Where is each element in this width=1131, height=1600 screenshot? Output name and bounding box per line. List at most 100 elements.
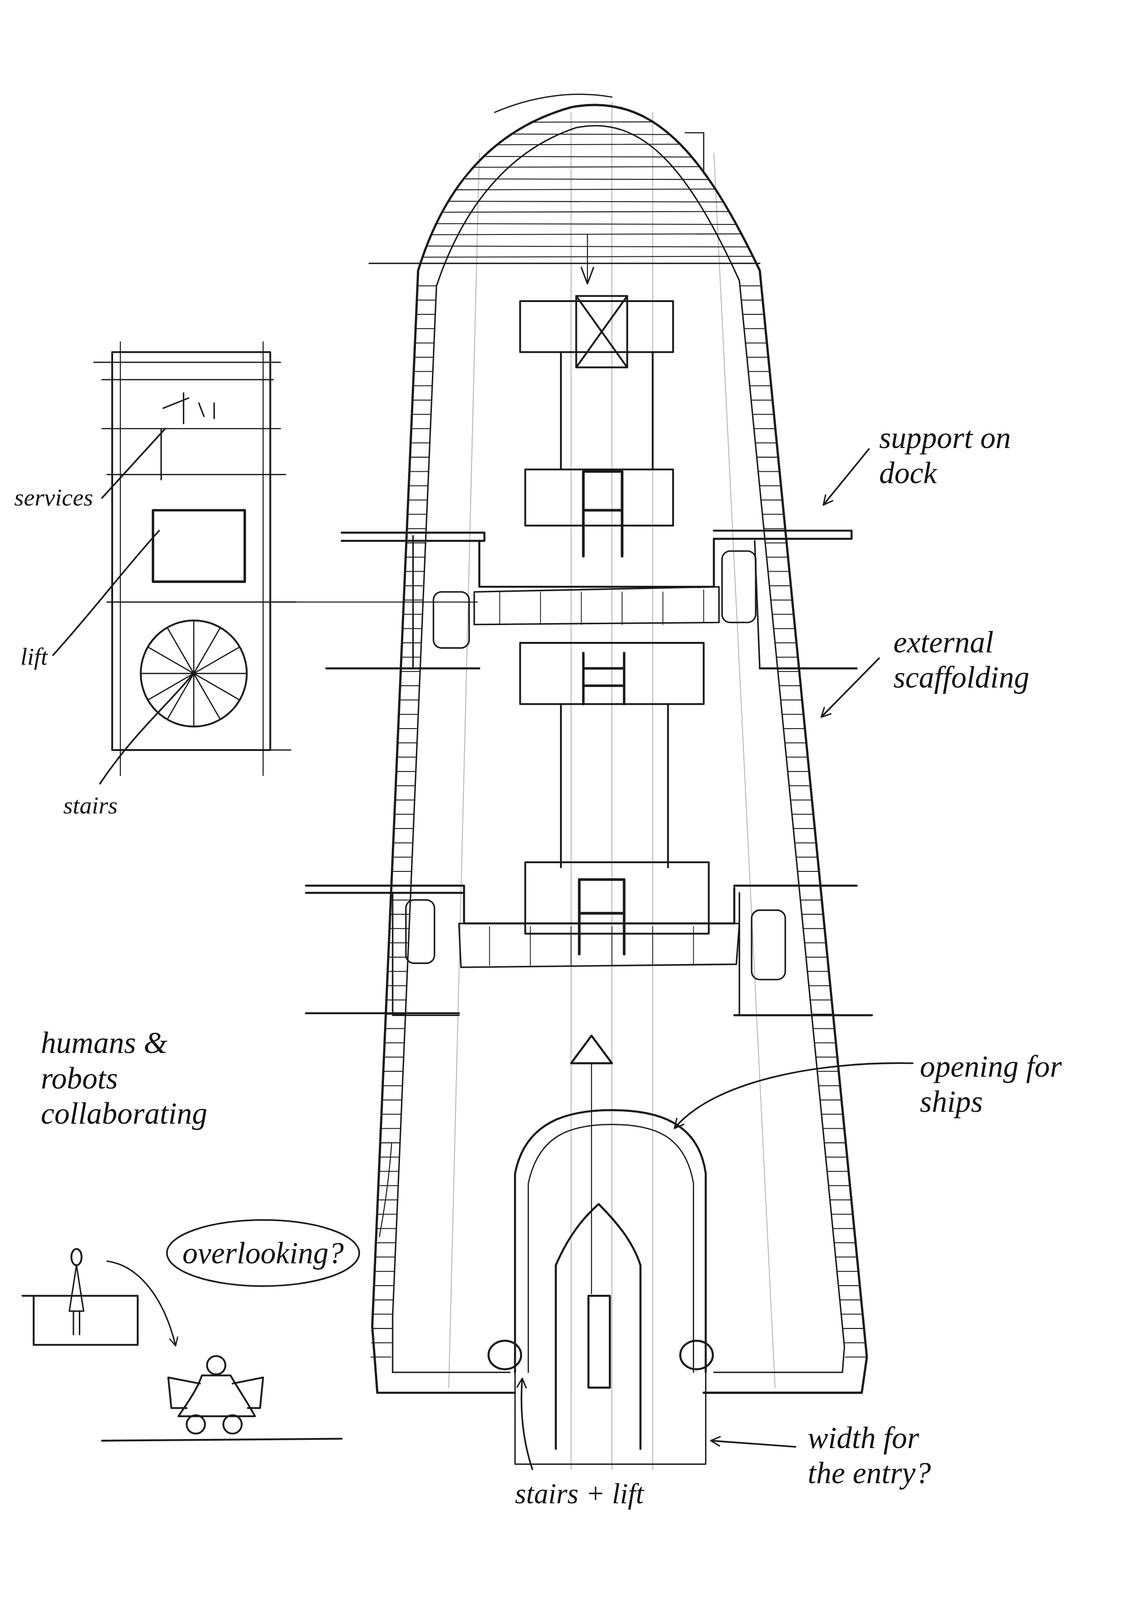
guide-lines: [611, 102, 613, 1469]
scaffold-hatching: [749, 385, 772, 387]
scaffold-hatching: [411, 427, 431, 429]
scaffold-hatching: [417, 285, 437, 286]
scaffold-hatching: [762, 513, 784, 515]
scaffold-hatching: [378, 1184, 399, 1186]
scaffold-hatching: [415, 342, 435, 344]
ship-entry: [488, 234, 713, 1464]
dock-platforms: [759, 667, 857, 670]
scaffold-hatching: [769, 585, 791, 587]
side-openings: [433, 591, 469, 648]
scaffold-hatching: [755, 442, 777, 444]
scaffold-hatching: [794, 841, 817, 843]
leader-lines: [379, 1142, 392, 1237]
dock-platforms: [306, 530, 872, 1015]
scaffold-hatching: [813, 1027, 835, 1029]
middle-shaft: [519, 642, 704, 704]
dock-platforms: [713, 530, 852, 539]
scaffold-hatching: [372, 1327, 393, 1329]
humans-robots-sketch: [186, 1414, 205, 1433]
scaffold-hatching: [759, 485, 782, 487]
scaffold-hatching: [399, 684, 420, 686]
dock-platforms: [306, 885, 465, 893]
side-openings: [392, 535, 786, 1015]
scaffold-hatching: [394, 813, 415, 815]
scaffold-hatching: [396, 770, 416, 772]
scaffold-hatching: [801, 913, 824, 915]
tower-outline: [392, 1370, 510, 1373]
core-plan: [112, 352, 271, 750]
scaffold-hatching: [817, 1070, 839, 1072]
scaffold-hatching: [373, 1298, 394, 1300]
humans-robots-sketch: [69, 1264, 84, 1334]
scaffold-hatching: [752, 413, 774, 415]
scaffold-hatching: [374, 1270, 395, 1272]
scaffold-hatching: [751, 399, 773, 401]
scaffold-hatching: [782, 713, 804, 715]
scaffold-hatching: [844, 1341, 866, 1343]
leader-lines: [52, 530, 160, 655]
annotation: opening for ships: [919, 1048, 1109, 1119]
plan-label: services: [14, 483, 94, 512]
scaffold-hatching: [773, 627, 795, 629]
leader-lines: [674, 1062, 913, 1127]
scaffold-hatching: [413, 385, 433, 387]
upper-shaft: [575, 295, 628, 368]
scaffold-hatching: [370, 285, 867, 1357]
leader-lines: [711, 1440, 796, 1447]
scaffold-hatching: [838, 1284, 860, 1286]
dock-platforms: [463, 887, 735, 924]
bridge-bands: [458, 586, 740, 967]
dome-hatching: [407, 121, 775, 123]
plan-label: stairs: [63, 791, 118, 820]
bridge-bands: [458, 923, 740, 967]
scaffold-hatching: [827, 1170, 849, 1172]
note-text: overlooking?: [182, 1234, 344, 1271]
scaffold-hatching: [770, 599, 793, 601]
middle-shaft: [579, 879, 624, 954]
tower-outline: [685, 132, 704, 174]
upper-shaft: [519, 300, 673, 353]
dome-hatching: [407, 121, 775, 257]
scaffold-hatching: [787, 770, 810, 772]
scaffold-hatching: [371, 1341, 392, 1343]
scaffold-hatching: [818, 1084, 841, 1086]
humans-robots-sketch: [71, 1248, 82, 1265]
humans-robots-sketch: [207, 1355, 226, 1374]
ship-entry: [514, 1371, 706, 1464]
scaffold-hatching: [382, 1099, 402, 1100]
core-plan: [140, 620, 248, 727]
scaffold-hatching: [375, 1255, 396, 1257]
scaffold-hatching: [772, 613, 794, 615]
scaffold-hatching: [415, 327, 435, 329]
ellipse-outline: [166, 1219, 360, 1286]
scaffold-hatching: [402, 627, 422, 629]
scaffold-hatching: [776, 656, 799, 658]
scaffold-hatching: [793, 827, 815, 829]
scaffold-hatching: [386, 999, 406, 1001]
scaffold-hatching: [803, 927, 825, 929]
scaffold-hatching: [380, 1127, 401, 1129]
scaffold-hatching: [775, 642, 797, 644]
scaffold-hatching: [395, 784, 416, 786]
dome-hatching: [407, 188, 775, 190]
humans-robots-sketch: [223, 1414, 242, 1433]
dome-hatching: [407, 178, 775, 180]
scaffold-hatching: [766, 556, 789, 558]
leader-lines: [821, 658, 879, 716]
dome-hatching: [407, 201, 775, 203]
scaffold-hatching: [739, 285, 762, 286]
annotation: stairs + lift: [514, 1476, 644, 1510]
scaffold-hatching: [400, 670, 421, 672]
scaffold-hatching: [408, 499, 428, 501]
ellipse-note: overlooking?: [165, 1218, 361, 1287]
scaffold-hatching: [747, 356, 769, 358]
scaffold-hatching: [807, 970, 830, 972]
scaffold-hatching: [828, 1184, 851, 1186]
scaffold-hatching: [416, 313, 436, 315]
guide-lines: [570, 112, 572, 1469]
scaffold-hatching: [814, 1042, 836, 1043]
scaffold-hatching: [382, 1084, 403, 1086]
scaffold-hatching: [805, 956, 828, 958]
dome-hatching: [407, 211, 775, 213]
